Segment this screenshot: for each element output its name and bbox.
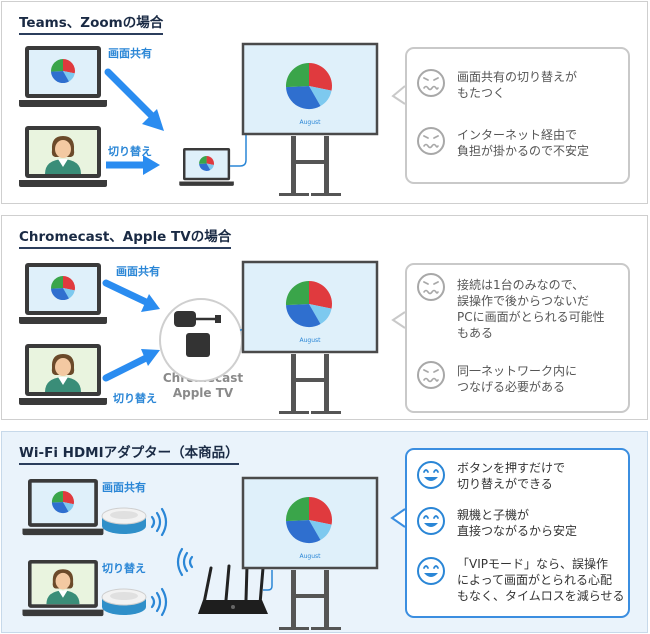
switch-label: 切り替え: [108, 145, 152, 158]
section-title: Teams、Zoomの場合: [19, 11, 164, 35]
dongle-icon: [101, 588, 147, 616]
bubble-line: 切り替えができる: [457, 477, 553, 491]
bubble-line: 同一ネットワーク内に: [457, 364, 578, 378]
bubble-line: インターネット経由で: [457, 128, 578, 142]
arrow-icon: [102, 279, 160, 382]
face-worried-icon: [417, 69, 445, 97]
section-chromecast-appletv: Chromecast、Apple TVの場合 画面共有 切り替え Chromec…: [1, 215, 648, 420]
bubble-line: 画面共有の切り替えが: [457, 70, 578, 84]
laptop-icon: [22, 479, 104, 536]
dongle-icon: [159, 298, 243, 382]
switch-label: 切り替え: [113, 392, 157, 405]
laptop-icon: [19, 126, 107, 187]
display-stand-icon: August: [241, 42, 379, 198]
bubble-line: 負担が掛かるので不安定: [457, 144, 590, 158]
face-worried-icon: [417, 273, 445, 301]
laptop-icon: [19, 344, 107, 405]
bubble-line: つなげる必要がある: [457, 380, 566, 394]
bubble-line: 接続は1台のみなので、: [457, 278, 585, 292]
laptop-icon: [179, 148, 234, 186]
section-title: Chromecast、Apple TVの場合: [19, 225, 232, 249]
bubble-tail: [390, 508, 406, 528]
bubble-line: もなく、タイムロスを減らせる: [457, 589, 625, 603]
bubble-line: もたつく: [457, 86, 506, 100]
display-stand-icon: August: [241, 260, 379, 416]
face-happy-icon: [417, 461, 445, 489]
face-worried-icon: [417, 127, 445, 155]
device-label-line: Apple TV: [172, 386, 234, 400]
screen-caption: August: [300, 119, 322, 126]
bubble-line: ボタンを押すだけで: [457, 461, 566, 475]
face-happy-icon: [417, 507, 445, 535]
laptop-icon: [19, 46, 107, 107]
section-title: Wi-Fi HDMIアダプター（本商品）: [19, 441, 239, 465]
laptop-icon: [22, 560, 104, 617]
screen-caption: August: [300, 337, 322, 344]
bubble-line: もある: [457, 326, 494, 340]
dongle-icon: [101, 507, 147, 535]
bubble-line: 誤操作で後からつないだ: [457, 294, 590, 308]
switch-label: 切り替え: [102, 562, 146, 575]
bubble-line: 親機と子機が: [457, 508, 530, 522]
router-icon: [198, 564, 268, 614]
arrow-icon: [104, 68, 164, 175]
person-icon: [29, 130, 97, 174]
speech-bubble: 画面共有の切り替えが もたつく インターネット経由で 負担が掛かるので不安定: [405, 47, 630, 184]
face-happy-icon: [417, 557, 445, 585]
wifi-signal-icon: [150, 587, 168, 617]
hdmi-cable: [230, 128, 247, 167]
laptop-icon: [19, 263, 107, 324]
pie-chart-icon: [50, 58, 76, 84]
wifi-signal-icon: [176, 547, 194, 577]
wifi-signal-icon: [150, 507, 168, 537]
bubble-line: 「VIPモード」なら、誤操作: [457, 557, 608, 571]
share-label: 画面共有: [116, 265, 160, 278]
bubble-line: PCに画面がとられる可能性: [457, 310, 605, 324]
share-label: 画面共有: [108, 47, 152, 60]
speech-bubble: ボタンを押すだけで 切り替えができる 親機と子機が 直接つながるから安定 「VI…: [405, 448, 630, 618]
bubble-tail: [391, 311, 406, 329]
bubble-tail: [391, 85, 406, 105]
speech-bubble: 接続は1台のみなので、 誤操作で後からつないだ PCに画面がとられる可能性 もあ…: [405, 263, 630, 413]
bubble-line: 直接つながるから安定: [457, 524, 578, 538]
display-stand-icon: August: [241, 476, 379, 632]
share-label: 画面共有: [102, 481, 146, 494]
face-worried-icon: [417, 361, 445, 389]
bubble-line: によって画面がとられる心配: [457, 573, 613, 587]
screen-caption: August: [300, 553, 322, 560]
